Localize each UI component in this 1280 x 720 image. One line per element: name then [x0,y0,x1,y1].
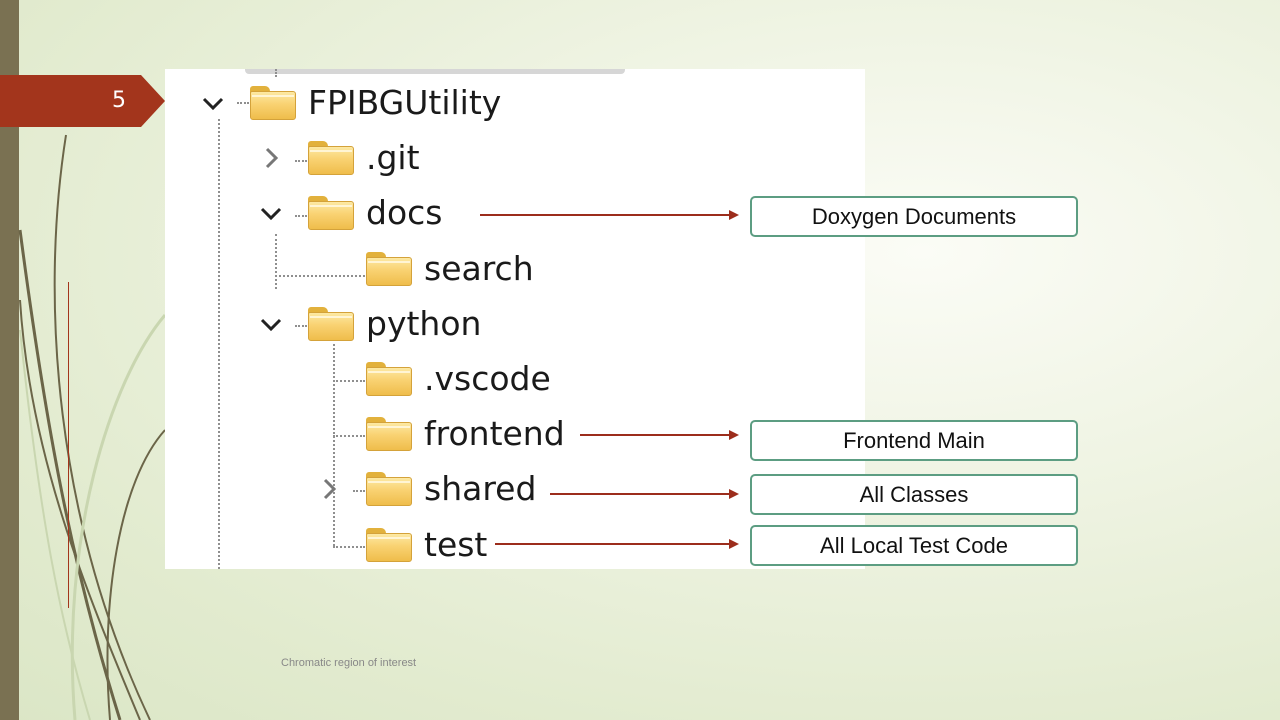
tree-item-label: python [366,304,482,343]
arrow-head [729,430,739,440]
callout-frontend: Frontend Main [750,420,1078,461]
tree-guide [295,325,307,327]
arrow-test [495,543,730,545]
tree-item-label: search [424,249,534,288]
tree-guide [333,546,365,548]
folder-icon [366,472,412,506]
tree-item-label: .git [366,138,420,177]
chevron-right-icon[interactable] [258,143,284,173]
callout-docs: Doxygen Documents [750,196,1078,237]
tree-guide [333,380,365,382]
tree-guide [353,490,365,492]
folder-icon [250,86,296,120]
accent-line [68,282,69,608]
tree-item-label: FPIBGUtility [308,83,502,122]
arrow-frontend [580,434,730,436]
tree-guide [295,215,307,217]
tree-item-label: docs [366,193,443,232]
slide-number: 5 [112,88,126,113]
tree-guide [218,119,220,569]
arrow-head [729,210,739,220]
folder-icon [308,307,354,341]
chevron-right-icon[interactable] [316,474,342,504]
tree-item-label: test [424,525,488,564]
folder-tree-panel: FPIBGUtility .git docs search python .vs… [165,69,865,569]
tree-guide [275,234,277,289]
scrollbar-edge [245,69,625,74]
chevron-down-icon[interactable] [258,198,284,228]
tree-item-label: .vscode [424,359,551,398]
left-band [0,0,19,720]
tree-item-label: shared [424,469,537,508]
tree-guide [237,102,249,104]
footer-text: Chromatic region of interest [281,657,417,669]
slide-number-tab: 5 [0,75,165,127]
folder-icon [308,141,354,175]
folder-icon [366,417,412,451]
folder-icon [308,196,354,230]
arrow-docs [480,214,730,216]
tree-guide [333,435,365,437]
arrow-head [729,489,739,499]
callout-shared: All Classes [750,474,1078,515]
tree-item-label: frontend [424,414,565,453]
chevron-down-icon[interactable] [200,88,226,118]
folder-icon [366,252,412,286]
tree-guide [275,69,277,77]
folder-icon [366,528,412,562]
chevron-down-icon[interactable] [258,309,284,339]
arrow-head [729,539,739,549]
tree-guide [275,275,365,277]
callout-test: All Local Test Code [750,525,1078,566]
arrow-shared [550,493,730,495]
tree-guide [295,160,307,162]
tree-guide [333,344,335,546]
folder-icon [366,362,412,396]
